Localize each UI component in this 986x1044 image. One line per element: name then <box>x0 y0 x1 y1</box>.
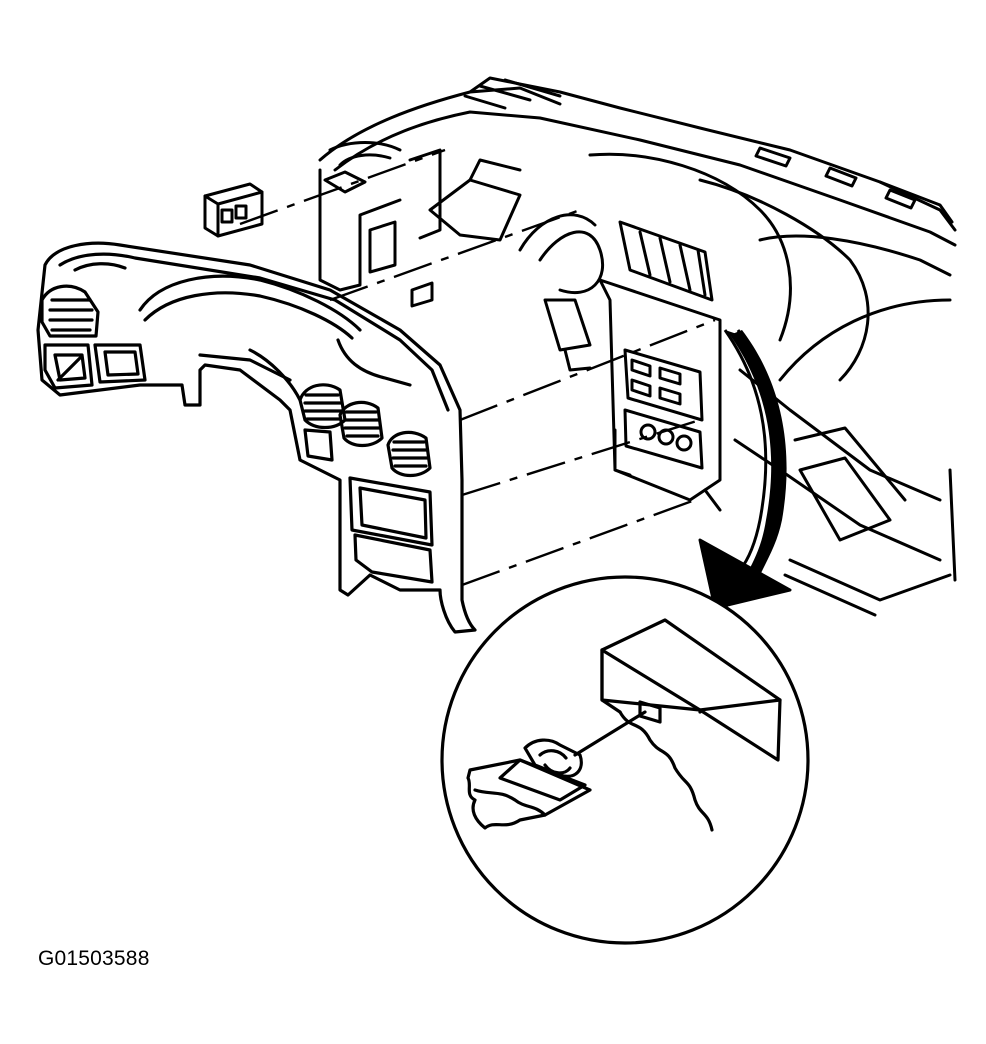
switch-module <box>203 182 264 238</box>
magnified-detail <box>440 575 810 945</box>
instrument-panel-trim <box>36 241 477 634</box>
curved-arrow <box>698 329 792 610</box>
figure-id-label: G01503588 <box>38 947 150 970</box>
alignment-leader-lines <box>239 148 716 587</box>
